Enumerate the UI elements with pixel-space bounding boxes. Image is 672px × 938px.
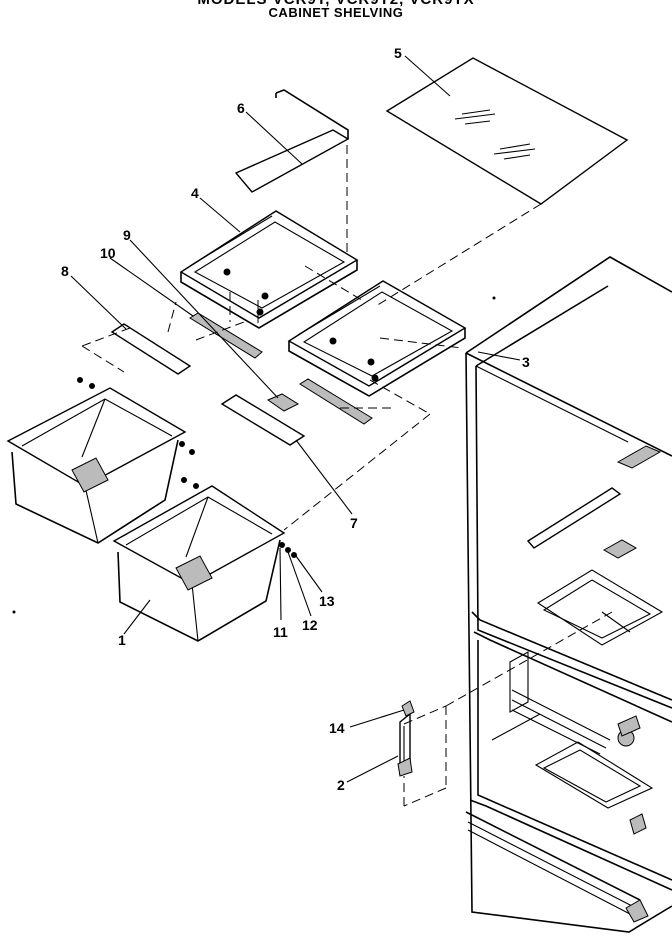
leader-lines	[70, 55, 521, 783]
callout-10: 10	[100, 245, 116, 261]
diagram-subtitle: CABINET SHELVING	[268, 5, 404, 20]
part-3-shelf-frame-lower	[287, 280, 467, 397]
callout-labels: 1 2 3 4 5 6 7 8 9 10 11 12 13 14	[61, 45, 530, 793]
callout-1: 1	[118, 632, 126, 648]
callout-13: 13	[319, 593, 335, 609]
callout-7: 7	[350, 515, 358, 531]
part-7-crisper-cover-front	[220, 378, 373, 446]
callout-3: 3	[522, 354, 530, 370]
stray-dot	[12, 610, 16, 614]
part-5-glass-shelf	[385, 57, 629, 205]
part-2-bracket	[397, 712, 413, 777]
stray-dot	[492, 296, 496, 300]
part-6-shelf-trim	[234, 89, 350, 193]
refrigerator-cabinet	[465, 256, 672, 933]
callout-11: 11	[273, 624, 288, 640]
diagram-title: MODELS VCR9T, VCR9T2, VCR9TX	[0, 0, 672, 8]
callout-14: 14	[329, 720, 345, 736]
callout-4: 4	[191, 185, 199, 201]
callout-2: 2	[337, 777, 345, 793]
callout-9: 9	[123, 227, 131, 243]
callout-5: 5	[394, 45, 402, 61]
callout-12: 12	[302, 617, 318, 633]
part-4-shelf-frame-upper	[179, 210, 359, 329]
part-9-clip	[266, 393, 300, 412]
part-10-front-trim	[189, 312, 263, 359]
crisper-pan-left	[6, 377, 195, 544]
part-14-clip	[401, 700, 415, 717]
assembly-lines	[81, 145, 613, 807]
callout-6: 6	[237, 100, 245, 116]
part-1-crisper-pan	[112, 477, 286, 642]
hardware-11-12-13	[279, 542, 297, 558]
part-8-crisper-cover-front	[110, 323, 192, 375]
callout-8: 8	[61, 263, 69, 279]
